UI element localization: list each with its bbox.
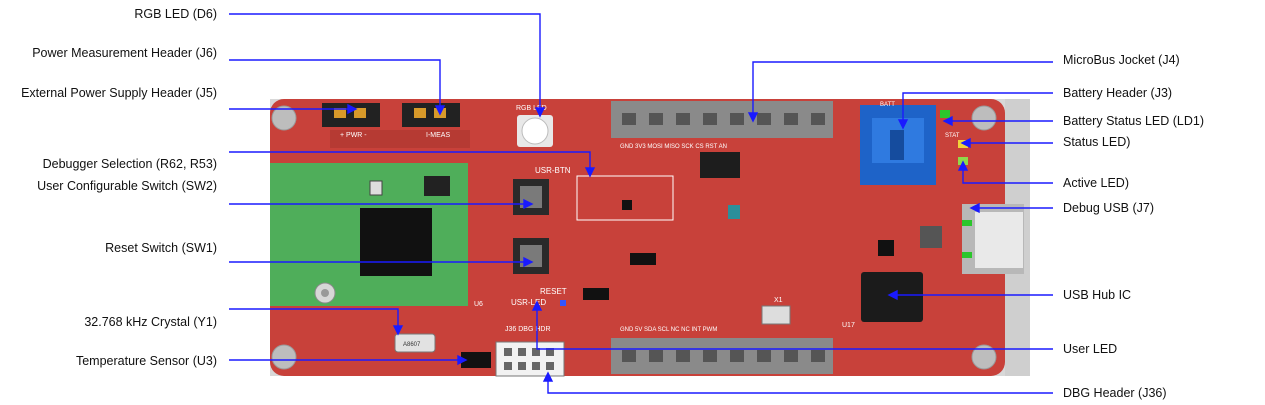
label-crystal: 32.768 kHz Crystal (Y1) — [84, 315, 217, 329]
label-rgb-led: RGB LED (D6) — [134, 7, 217, 21]
mounting-hole — [971, 344, 997, 370]
label-dbg-header: DBG Header (J36) — [1063, 386, 1167, 400]
label-debugger-selection: Debugger Selection (R62, R53) — [42, 157, 217, 171]
label-active-led: Active LED) — [1063, 176, 1129, 190]
label-external-power-header: External Power Supply Header (J5) — [21, 86, 217, 100]
silk-x1: X1 — [774, 297, 783, 304]
label-battery-status-led: Battery Status LED (LD1) — [1063, 114, 1205, 128]
rgb-led-lens — [521, 117, 549, 145]
label-user-led: User LED — [1063, 342, 1118, 356]
mounting-hole — [971, 105, 997, 131]
mounting-hole — [271, 105, 297, 131]
silk-batt: BATT — [880, 102, 895, 108]
silk-j36: J36 DBG HDR — [505, 326, 551, 333]
label-power-measurement-header: Power Measurement Header (J6) — [32, 46, 217, 60]
silk-pwr: + PWR - — [340, 132, 367, 139]
label-battery-header: Battery Header (J3) — [1063, 86, 1173, 100]
mounting-hole — [271, 344, 297, 370]
label-status-led: Status LED) — [1063, 135, 1131, 149]
label-user-switch: User Configurable Switch (SW2) — [37, 179, 217, 193]
silk-reset: RESET — [540, 287, 567, 296]
silk-usr-btn: USR-BTN — [535, 166, 571, 175]
silk-rgb-led: RGB LED — [516, 105, 547, 112]
label-microbus-socket: MicroBus Jocket (J4) — [1063, 53, 1180, 67]
label-temperature-sensor: Temperature Sensor (U3) — [75, 354, 217, 368]
silk-usr-led: USR-LED — [511, 298, 546, 307]
temp-sensor-chip — [461, 352, 491, 368]
label-debug-usb: Debug USB (J7) — [1063, 201, 1155, 215]
label-usb-hub-ic: USB Hub IC — [1063, 288, 1132, 302]
silk-mikrobus-bottom: GND 5V SDA SCL NC NC INT PWM — [620, 327, 717, 333]
mikrobus-bottom-header — [611, 338, 833, 374]
silk-mikrobus-top: GND 3V3 MOSI MISO SCK CS RST AN — [620, 144, 727, 150]
header-j6 — [402, 103, 460, 127]
silk-imeas: I-MEAS — [426, 132, 450, 139]
crystal-can — [394, 333, 436, 353]
label-reset-switch: Reset Switch (SW1) — [105, 241, 217, 255]
silk-stat: STAT — [945, 133, 960, 139]
silk-u17: U17 — [842, 322, 855, 329]
silk-crystal-mark: A8607 — [403, 342, 421, 348]
dbg-header-j36 — [495, 341, 565, 377]
mikrobus-top-header — [611, 101, 833, 138]
silk-u6: U6 — [474, 301, 483, 308]
callout-lines — [229, 13, 1053, 394]
